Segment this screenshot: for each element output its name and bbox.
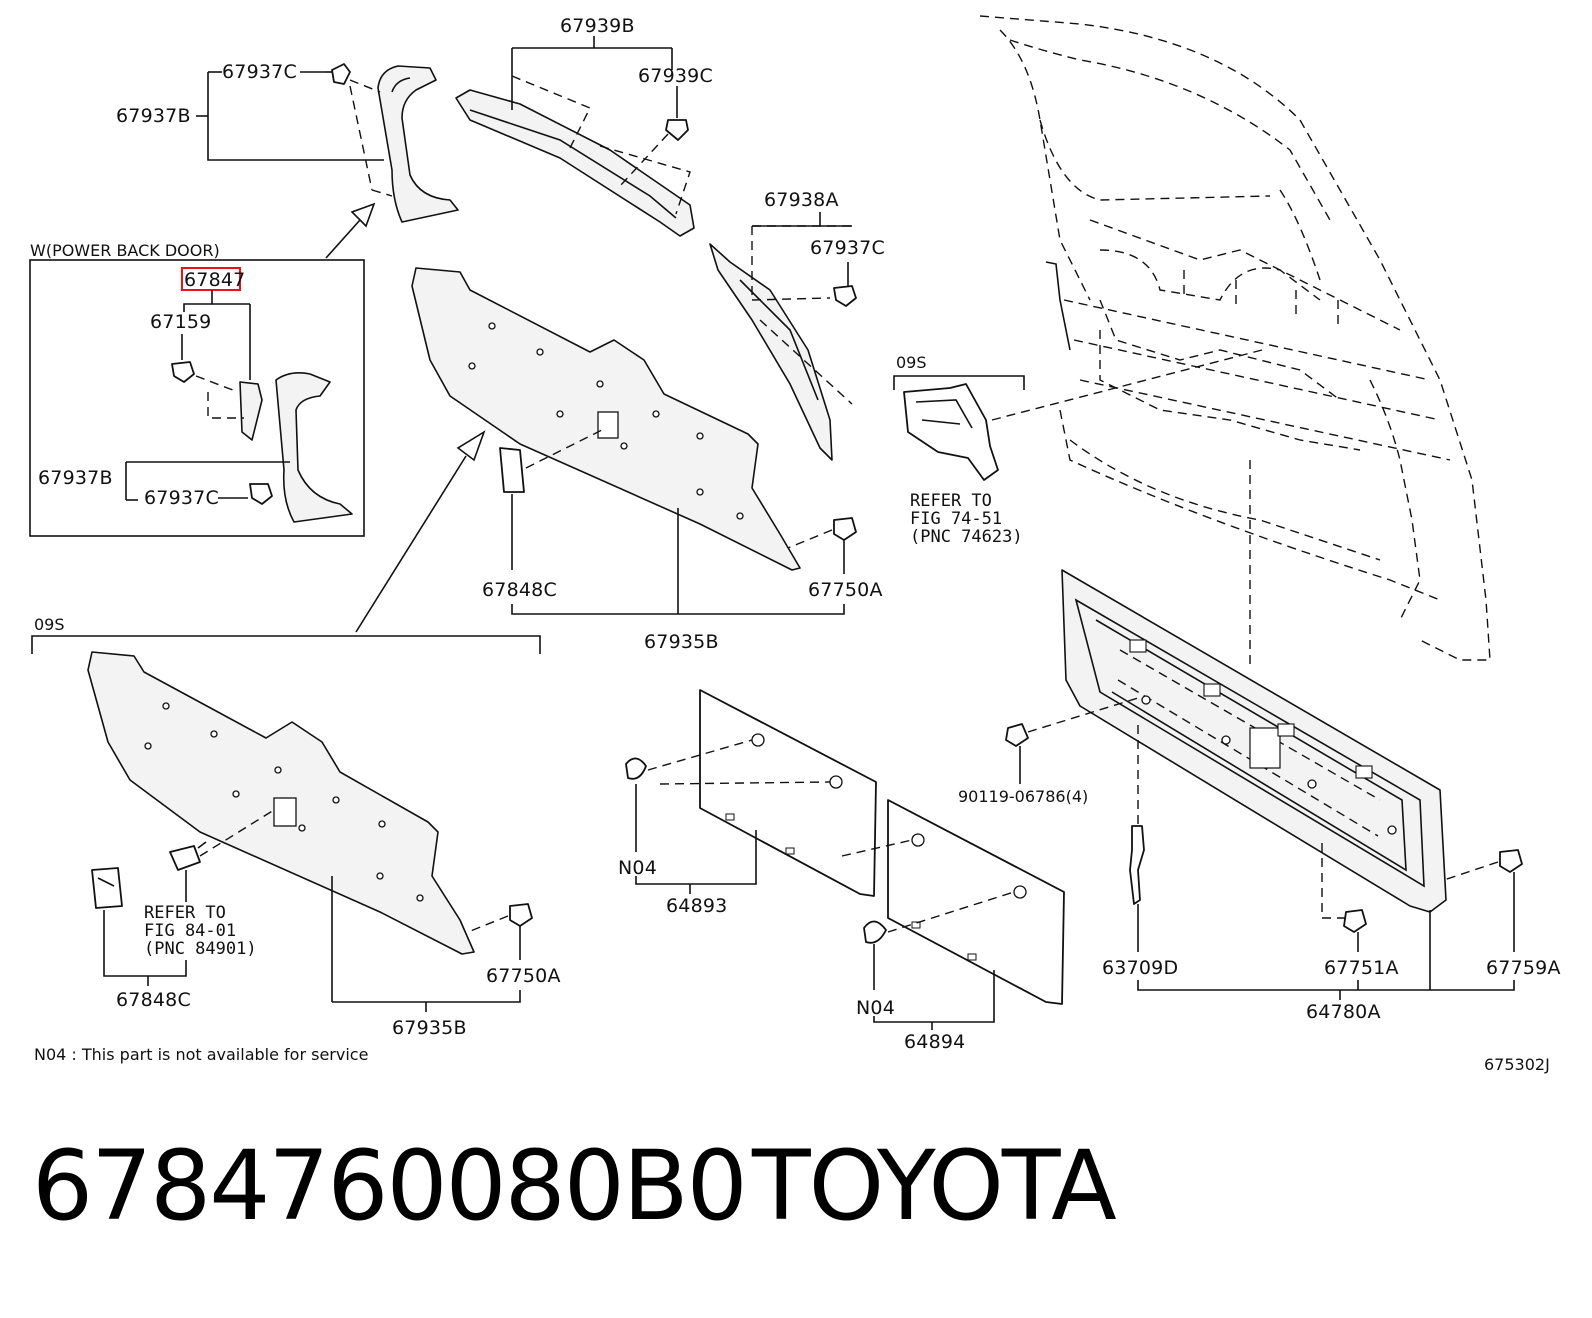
label-n04-b: N04 [856,997,895,1019]
clip-67159[interactable] [171,361,195,383]
clip-n04-a[interactable] [625,757,647,780]
refer-74-line3: (PNC 74623) [910,527,1023,547]
bracket-74623[interactable] [903,383,999,481]
arrow-icon [355,430,486,633]
part-number-title: 6784760080B0 [32,1130,748,1242]
label-67938a: 67938A [764,189,839,211]
clip-67759a[interactable] [1499,849,1523,873]
back-door-board-64780a[interactable] [1061,569,1447,913]
refer-84-line3: (PNC 84901) [144,939,257,959]
clip-67937c-top[interactable] [326,63,351,85]
cover-67848c-low[interactable] [91,867,123,909]
label-67935b-low: 67935B [392,1017,467,1039]
label-64894: 64894 [904,1031,965,1053]
label-67848c-mid: 67848C [482,579,557,601]
back-door-trim-67935b-lower[interactable] [87,651,475,955]
label-67937b-inset: 67937B [38,467,113,489]
pillar-trim-67938a[interactable] [709,243,833,461]
clip-67937c-inset[interactable] [249,483,273,505]
cover-67848c-mid[interactable] [499,447,525,493]
refer-74-line1: REFER TO [910,491,992,511]
inset-box [29,259,365,537]
label-67937c-top: 67937C [222,61,297,83]
bolt-90119[interactable] [1005,723,1029,747]
bracket-67847[interactable] [239,381,263,441]
refer-84-line2: FIG 84-01 [144,921,236,941]
label-67939c: 67939C [638,65,713,87]
highlight-67847 [181,267,241,291]
label-64893: 64893 [666,895,727,917]
pillar-trim-67937b[interactable] [377,65,459,223]
back-door-trim-67935b-upper[interactable] [411,267,801,571]
label-67750a-mid: 67750A [808,579,883,601]
refer-74-line2: FIG 74-51 [910,509,1002,529]
inset-title: W(POWER BACK DOOR) [30,241,220,260]
brand-title: TOYOTA [752,1130,1117,1242]
garnish-67939b[interactable] [455,89,695,237]
clip-67937c-right[interactable] [833,262,857,307]
label-67937c-inset: 67937C [144,487,219,509]
label-67848c-low: 67848C [116,989,191,1011]
label-67159: 67159 [150,311,211,333]
label-64780a: 64780A [1306,1001,1381,1023]
label-67751a: 67751A [1324,957,1399,979]
clip-67750a-low[interactable] [509,903,533,927]
strap-63709d[interactable] [1129,825,1145,905]
clip-n04-b[interactable] [863,920,887,944]
clip-67750a-mid[interactable] [833,517,857,541]
label-67935b-mid: 67935B [644,631,719,653]
label-63709d: 63709D [1102,957,1178,979]
clip-67751a[interactable] [1343,909,1367,933]
label-n04-a: N04 [618,857,657,879]
cover-panel-64894[interactable] [887,799,1065,1005]
clip-67939c[interactable] [665,86,689,141]
zone-09s-left: 09S [34,615,65,634]
pillar-trim-67937b-inset[interactable] [275,372,353,523]
label-67937c-right: 67937C [810,237,885,259]
label-67847: 67847 [184,269,245,291]
connector-84901[interactable] [169,841,207,871]
arrow-icon [325,202,376,259]
note-n04: N04 : This part is not available for ser… [34,1045,368,1064]
label-67939b: 67939B [560,15,635,37]
label-67937b-top: 67937B [116,105,191,127]
zone-09s-right: 09S [896,353,927,372]
refer-84-line1: REFER TO [144,903,226,923]
back-door-outline [979,15,1491,661]
cover-panel-64893[interactable] [699,689,877,897]
figure-code: 675302J [1484,1055,1550,1074]
label-67750a-low: 67750A [486,965,561,987]
label-67759a: 67759A [1486,957,1561,979]
label-90119: 90119-06786(4) [958,787,1088,806]
